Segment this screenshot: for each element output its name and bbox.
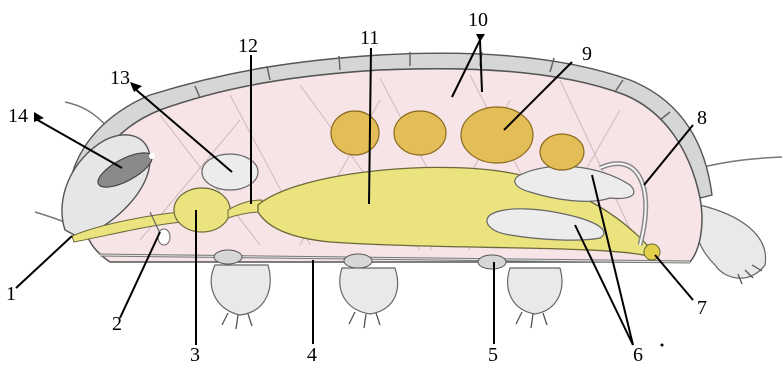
label-8: 8 — [697, 108, 707, 128]
label-13: 13 — [110, 68, 130, 88]
leg-1 — [211, 265, 270, 329]
egg-4 — [540, 134, 584, 170]
arrowhead-10a — [476, 34, 485, 42]
egg-1 — [331, 111, 379, 155]
rear-sensory-hair — [700, 157, 782, 168]
salivary-gland — [158, 229, 170, 245]
label-14: 14 — [8, 106, 28, 126]
label-9: 9 — [582, 44, 592, 64]
label-5: 5 — [488, 345, 498, 365]
ganglion-2 — [344, 254, 372, 268]
egg-2 — [394, 111, 446, 155]
eyespot-dot — [149, 153, 155, 159]
label-2: 2 — [112, 314, 122, 334]
label-3: 3 — [190, 345, 200, 365]
pharynx — [174, 188, 230, 232]
label-12: 12 — [238, 36, 258, 56]
leg-3 — [508, 268, 562, 328]
label-11: 11 — [360, 28, 379, 48]
label-10: 10 — [468, 10, 488, 30]
stylet-gland — [202, 154, 258, 190]
arrowhead-13 — [130, 82, 142, 92]
ganglion-3 — [478, 255, 506, 269]
stray-dot — [661, 344, 664, 347]
leader-1 — [16, 236, 72, 288]
ganglion-1 — [214, 250, 242, 264]
leg-2 — [340, 268, 398, 328]
label-1: 1 — [6, 284, 16, 304]
label-4: 4 — [307, 345, 317, 365]
label-6: 6 — [633, 345, 643, 365]
label-7: 7 — [697, 298, 707, 318]
egg-3 — [461, 107, 533, 163]
